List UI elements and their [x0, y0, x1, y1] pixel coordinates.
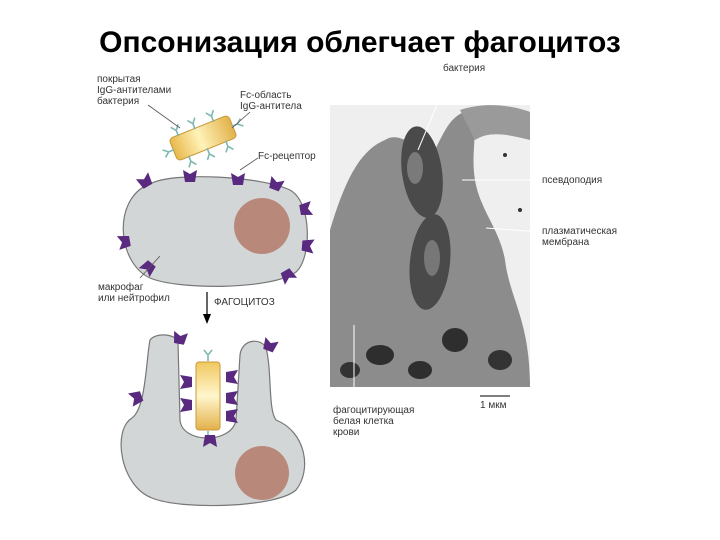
pointer-line	[139, 255, 161, 279]
electron-micrograph	[330, 105, 530, 387]
pointer-line	[239, 157, 259, 171]
label-phagocytic-cell: фагоцитирующая белая клетка крови	[333, 405, 415, 438]
label-fc-receptor: Fc-рецептор	[258, 151, 316, 162]
coated-bacterium	[161, 109, 245, 169]
label-plasma-membrane: плазматическая мембрана	[542, 226, 618, 248]
label-macrophage: макрофаг или нейтрофил	[98, 282, 170, 304]
pointer-line	[231, 111, 251, 129]
page-title: Опсонизация облегчает фагоцитоз	[99, 26, 621, 59]
label-bacterium: бактерия	[443, 63, 486, 74]
nucleus	[234, 198, 290, 254]
label-fc-region: Fc-область IgG-антитела	[240, 90, 302, 112]
pointer-line	[147, 104, 181, 129]
nucleus	[235, 446, 289, 500]
label-phagocytosis: ФАГОЦИТОЗ	[214, 297, 275, 308]
label-coated-bacterium: покрытая IgG-антителами бактерия	[97, 74, 172, 107]
pseudopod	[460, 105, 530, 140]
pointer-line	[417, 73, 451, 151]
macrophage-cell	[116, 170, 315, 287]
label-scale: 1 мкм	[480, 400, 507, 411]
engulfing-cell	[120, 330, 306, 507]
label-pseudopodia: псевдоподия	[542, 175, 603, 186]
pointer-line	[485, 227, 541, 233]
engulfed-bacterium	[195, 361, 221, 431]
